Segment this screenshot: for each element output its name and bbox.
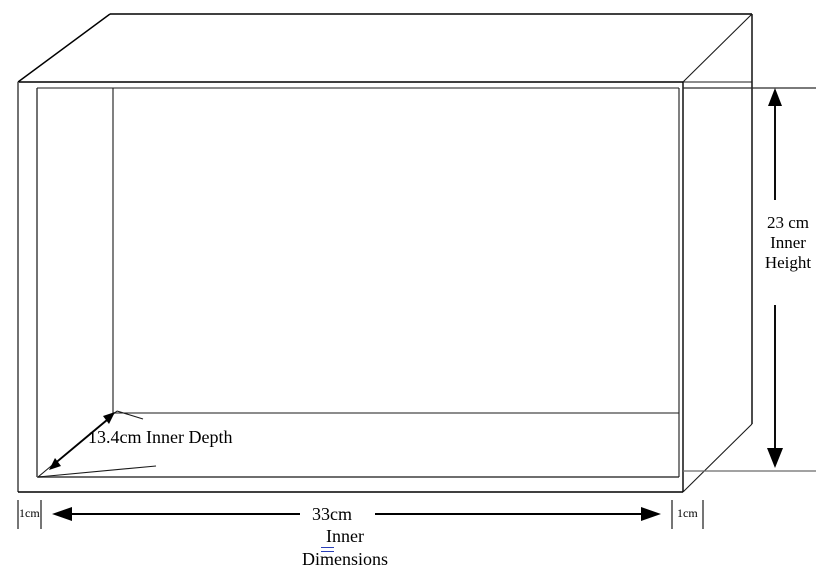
depth-dimension-arrow: [37, 410, 157, 478]
width-arrowhead-right: [641, 507, 661, 521]
width-dimension-arrow: [52, 507, 661, 521]
wall-thickness-right-label: 1cm: [677, 506, 698, 520]
inner-cavity-back-panel: [112, 88, 679, 414]
inner-height-word-inner: Inner: [770, 233, 806, 252]
outer-box-top-face: [17, 13, 753, 83]
inner-cavity-opening: [36, 87, 680, 478]
depth-arrowhead-upper: [103, 412, 115, 424]
caption-line-inner: Inner: [240, 525, 450, 552]
height-dimension-arrow: [683, 87, 816, 472]
outer-box-outline: [17, 81, 753, 493]
depth-arrowhead-lower: [49, 458, 61, 470]
top-face-right-diagonal-edge: [682, 13, 753, 83]
outer-box-bottom-right-diagonal: [682, 423, 753, 493]
height-arrowhead-up: [768, 88, 782, 106]
figure-caption: Inner Dimensions: [240, 525, 450, 571]
width-arrowhead-left: [52, 507, 72, 521]
top-face-left-diagonal-edge: [17, 13, 111, 83]
inner-height-word-height: Height: [764, 253, 812, 272]
wall-thickness-ticks: [17, 500, 704, 529]
inner-width-label: 33cm: [312, 504, 352, 524]
depth-leader-upper-tail: [116, 410, 144, 420]
inner-height-label-group: 23 cm Inner Height: [752, 213, 824, 273]
height-arrowhead-down: [767, 448, 783, 468]
caption-inner-text: Inner: [326, 526, 364, 546]
inner-depth-label: 13.4cm Inner Depth: [88, 427, 233, 447]
depth-leader-lower-tail: [37, 465, 157, 478]
wall-thickness-left-label: 1cm: [19, 506, 40, 520]
caption-line-dimensions: Dimensions: [301, 549, 388, 569]
smart-tag-underline-icon: [321, 547, 334, 552]
inner-height-value: 23 cm: [766, 213, 810, 232]
depth-arrow-shaft: [51, 415, 113, 467]
